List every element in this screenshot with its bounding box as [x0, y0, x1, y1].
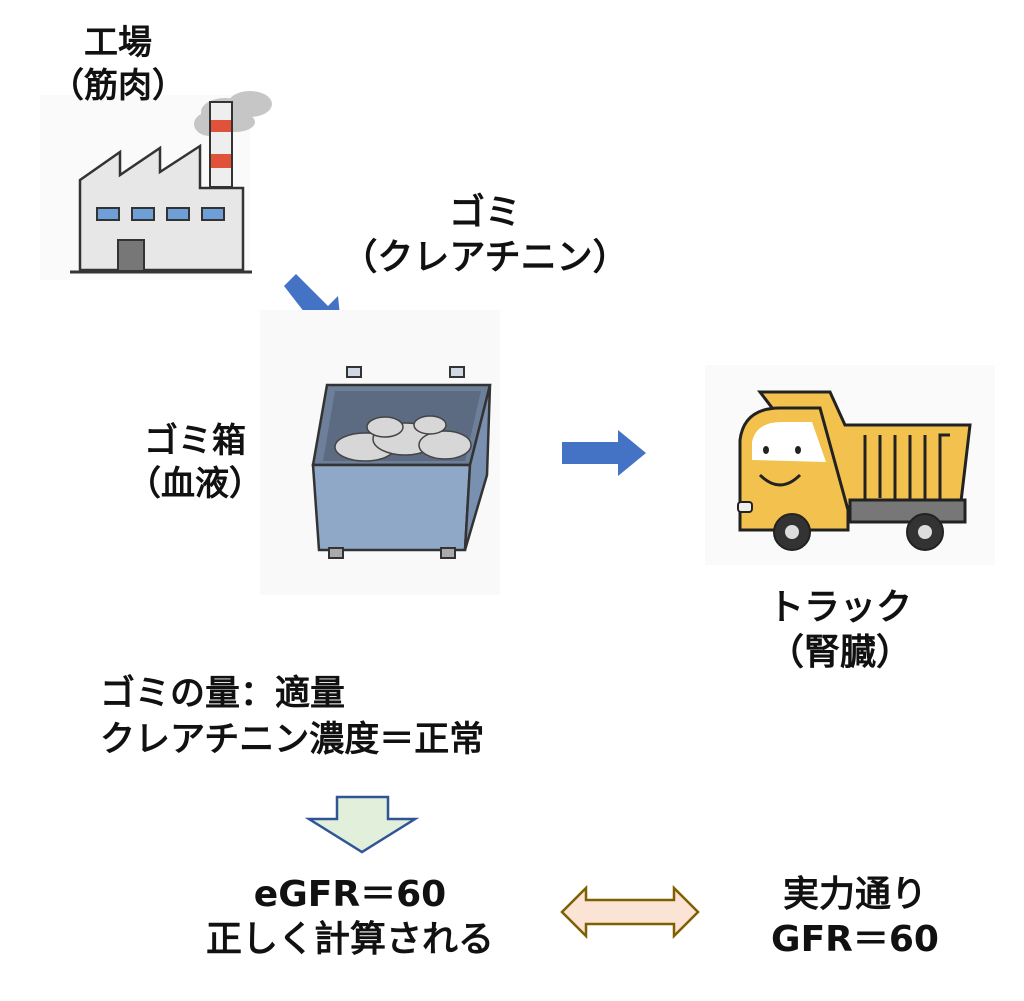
- egfr-calculated: 正しく計算される: [205, 919, 494, 960]
- waste-label: ゴミ （クレアチニン）: [330, 190, 640, 280]
- truck-subtitle: （腎臓）: [767, 632, 912, 673]
- truck-label: トラック （腎臓）: [745, 585, 935, 675]
- bin-subtitle: （血液）: [127, 463, 263, 504]
- actual-gfr: 実力通り GFR＝60: [740, 872, 970, 962]
- creatinine-level-line: クレアチニン濃度＝正常: [100, 719, 485, 760]
- waste-title: ゴミ: [448, 192, 521, 233]
- egfr-value: eGFR＝60: [253, 874, 447, 915]
- truck-title: トラック: [767, 587, 912, 628]
- flow-arrow-bin-to-truck: [562, 430, 646, 476]
- waste-amount-line: ゴミの量：適量: [100, 674, 346, 714]
- down-arrow-icon: [304, 795, 420, 854]
- factory-subtitle: （筋肉）: [50, 65, 186, 106]
- dump-truck-icon: [737, 390, 972, 551]
- status-text: ゴミの量：適量 クレアチニン濃度＝正常: [100, 672, 484, 763]
- bin-label: ゴミ箱 （血液）: [110, 420, 280, 505]
- egfr-result: eGFR＝60 正しく計算される: [170, 872, 530, 962]
- actual-gfr-value: GFR＝60: [771, 919, 939, 960]
- equivalence-double-arrow-icon: [560, 884, 700, 940]
- bin-title: ゴミ箱: [144, 421, 246, 461]
- actual-label: 実力通り: [782, 874, 927, 915]
- waste-subtitle: （クレアチニン）: [341, 237, 629, 278]
- factory-icon: [70, 91, 272, 274]
- factory-label: 工場 （筋肉）: [38, 22, 198, 107]
- factory-title: 工場: [84, 23, 152, 63]
- trash-bin-icon: [311, 366, 492, 559]
